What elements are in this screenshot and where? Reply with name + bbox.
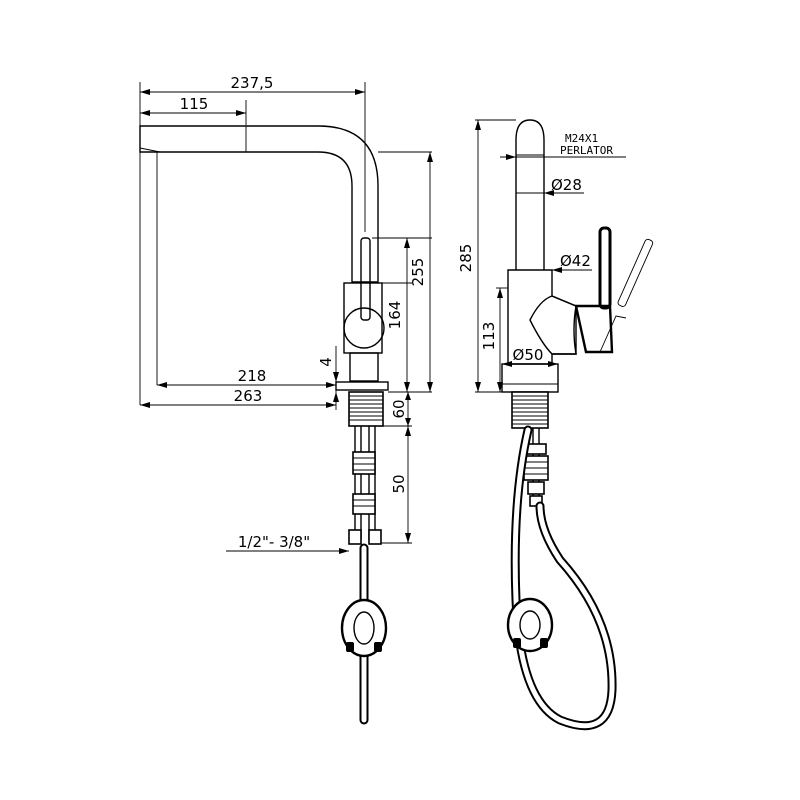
side-hose-weight — [506, 597, 554, 653]
dim-spout-offset: 115 — [180, 95, 209, 113]
label-aerator-thread: M24X1 — [565, 132, 598, 145]
dim-height-body: 164 — [386, 301, 404, 330]
dim-reach-inner: 218 — [238, 367, 267, 385]
front-supply-pipes — [348, 426, 382, 545]
front-base-plate — [335, 381, 389, 391]
dim-reach-outer: 263 — [234, 387, 263, 405]
dim-total-height: 285 — [457, 244, 475, 273]
side-base-plate — [501, 363, 559, 393]
dim-hose-thread: 1/2"- 3/8" — [238, 533, 310, 551]
front-handle-lever — [360, 237, 371, 321]
side-handle-lever — [574, 226, 654, 354]
label-aerator: PERLATOR — [560, 144, 613, 157]
front-view: 237,5 115 255 164 4 218 263 — [139, 74, 433, 725]
dim-connector-length: 50 — [390, 474, 408, 493]
dim-body-height: 113 — [480, 322, 498, 351]
dim-shank-thread: 60 — [390, 399, 408, 418]
dim-width-total: 237,5 — [231, 74, 274, 92]
front-hose-weight — [340, 598, 388, 658]
side-view: 285 113 Ø28 Ø42 Ø50 M24X1 PERLATOR — [457, 119, 654, 731]
dim-diameter-body: Ø42 — [560, 252, 591, 270]
dim-diameter-spout: Ø28 — [551, 176, 582, 194]
dim-diameter-base: Ø50 — [513, 346, 544, 364]
side-threaded-shank — [511, 391, 549, 429]
front-body-knob — [343, 307, 385, 349]
front-threaded-shank — [348, 391, 384, 427]
side-aerator-cap — [515, 119, 545, 160]
side-spout-column — [515, 160, 545, 270]
front-spout — [139, 125, 379, 283]
dim-base-thickness: 4 — [317, 357, 335, 367]
dim-height-spout: 255 — [409, 258, 427, 287]
